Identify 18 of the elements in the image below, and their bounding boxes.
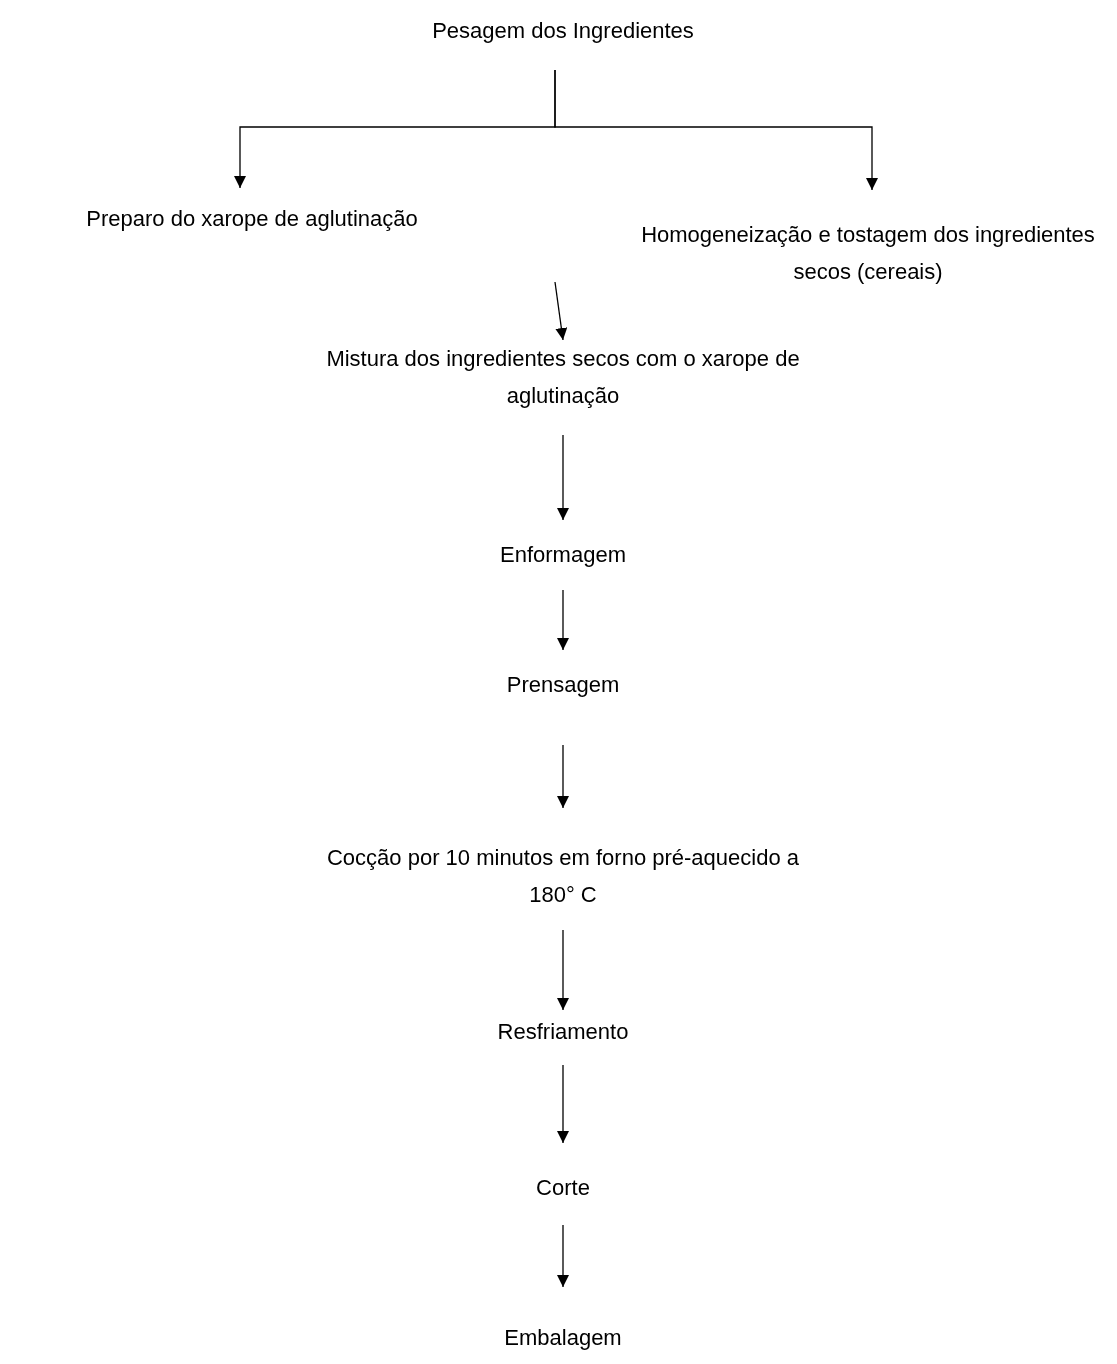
- arrow: [557, 744, 569, 809]
- arrow: [557, 1224, 569, 1288]
- step-label: Pesagem dos Ingredientes: [432, 17, 694, 45]
- step-label: Corte: [536, 1174, 590, 1202]
- step-label: Preparo do xarope de aglutinação: [86, 205, 418, 233]
- step-label: Homogeneização e tostagem dos ingredientes secos (cereais): [640, 221, 1096, 286]
- arrow: [557, 434, 569, 521]
- arrow: [557, 589, 569, 651]
- arrow: [557, 1064, 569, 1144]
- step-label: Resfriamento: [497, 1018, 629, 1046]
- arrow: [557, 929, 569, 1011]
- arrow: [554, 69, 878, 191]
- step-label: Prensagem: [506, 671, 620, 699]
- step-label: Cocção por 10 minutos em forno pré-aquecido a 180° C: [325, 844, 800, 909]
- step-label: Mistura dos ingredientes secos com o xarope de aglutinação: [325, 345, 801, 410]
- step-label: Embalagem: [504, 1324, 622, 1352]
- step-label: Enformagem: [500, 541, 626, 569]
- arrow: [554, 281, 568, 341]
